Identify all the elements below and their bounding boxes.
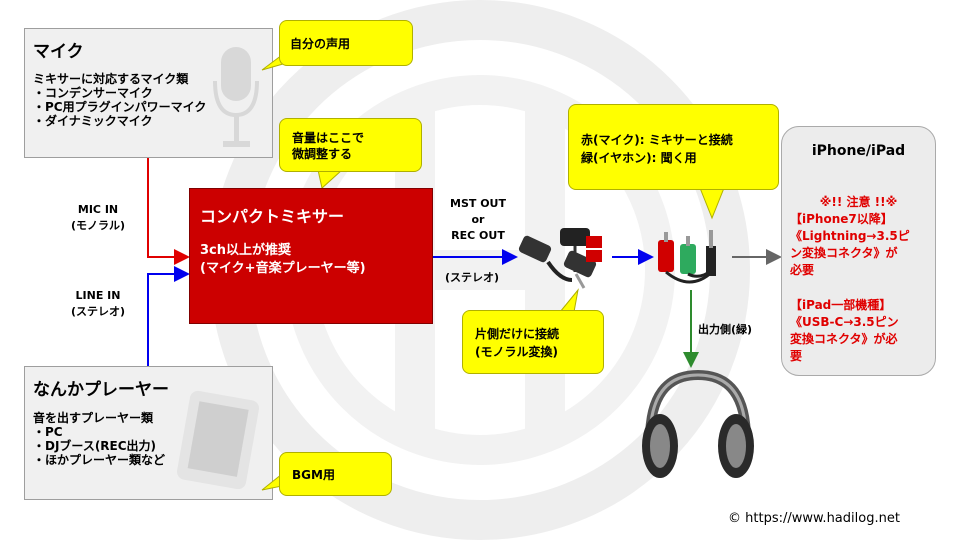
- mst-out-label: MST OUT: [450, 197, 506, 210]
- mixer-callout: 音量はここで 微調整する: [279, 118, 422, 172]
- mic-box: マイク ミキサーに対応するマイク類 ・コンデンサーマイク ・PC用プラグインパワ…: [24, 28, 273, 158]
- player-box-line: ・DJブース(REC出力): [33, 439, 157, 453]
- tablet-icon: [176, 390, 260, 489]
- bgm-callout: BGM用: [279, 452, 392, 496]
- mic-in-label: MIC IN: [77, 203, 119, 216]
- line-in-line: [147, 266, 190, 368]
- mic-box-line: ・ダイナミックマイク: [33, 114, 153, 128]
- output-label: 出力側(緑): [698, 323, 753, 336]
- player-box: なんかプレーヤー 音を出すプレーヤー類 ・PC ・DJブース(REC出力) ・ほ…: [24, 366, 273, 500]
- player-box-line: ・ほかプレーヤー類など: [33, 453, 166, 467]
- iphone-box: iPhone/iPad ※!! 注意 !!※ 【iPhone7以降】 《Ligh…: [781, 126, 936, 376]
- iphone-title: iPhone/iPad: [811, 143, 906, 159]
- player-box-line: 音を出すプレーヤー類: [33, 411, 154, 425]
- line-in-sub: (ステレオ): [70, 305, 126, 318]
- mixer-title: コンパクトミキサー: [200, 207, 345, 226]
- mixer-box: コンパクトミキサー 3ch以上が推奨 (マイク+音楽プレーヤー等): [189, 188, 433, 324]
- mic-box-line: ・コンデンサーマイク: [33, 86, 153, 100]
- mic-box-title: マイク: [33, 42, 84, 62]
- mic-box-line: ミキサーに対応するマイク類: [33, 72, 189, 86]
- mst-out-or: or: [471, 213, 485, 226]
- mic-box-line: ・PC用プラグインパワーマイク: [33, 100, 207, 114]
- mic-line: [147, 158, 190, 265]
- stereo-label: (ステレオ): [444, 271, 500, 284]
- splitter-callout: 片側だけに接続 (モノラル変換): [462, 310, 604, 374]
- player-box-line: ・PC: [33, 425, 63, 439]
- mic-in-sub: (モノラル): [70, 219, 126, 232]
- warning-text: ※!! 注意 !!※: [819, 195, 898, 209]
- line-in-label: LINE IN: [75, 289, 121, 302]
- rec-out-label: REC OUT: [451, 229, 505, 242]
- mic-callout: 自分の声用: [279, 20, 413, 66]
- mixer-example: (マイク+音楽プレーヤー等): [200, 261, 366, 276]
- mixer-recommend: 3ch以上が推奨: [200, 243, 292, 258]
- iphone7-note: 【iPhone7以降】 《Lightning→3.5ピ ン変換コネクタ》が 必要: [790, 212, 910, 277]
- adapter-callout: 赤(マイク): ミキサーと接続 緑(イヤホン): 聞く用: [568, 104, 779, 190]
- player-box-title: なんかプレーヤー: [33, 380, 169, 400]
- ipad-note: 【iPad一部機種】 《USB-C→3.5ピン 変換コネクタ》が必 要: [790, 298, 899, 363]
- copyright: © https://www.hadilog.net: [728, 511, 900, 526]
- microphone-icon: [213, 47, 259, 147]
